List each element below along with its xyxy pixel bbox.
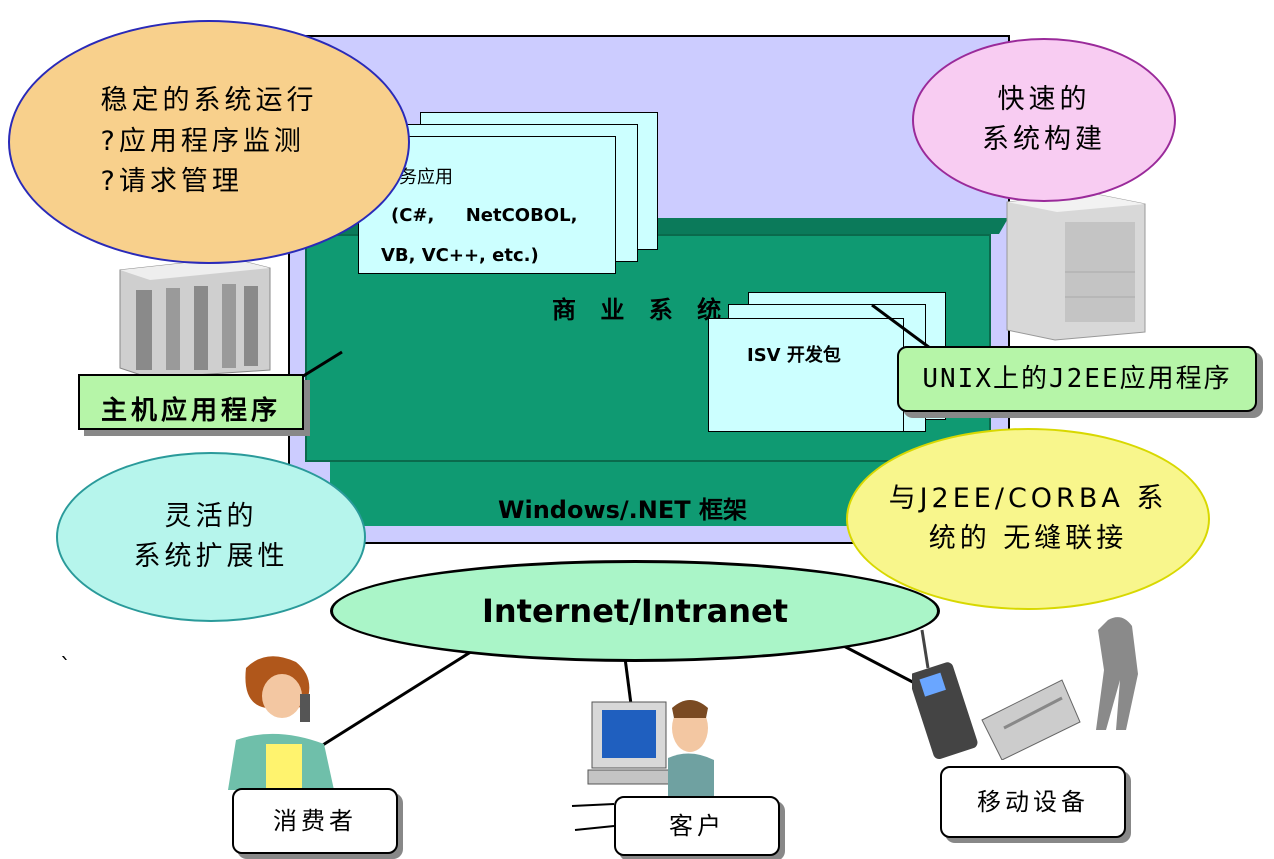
label-unix-j2ee: UNIX上的J2EE应用程序: [897, 346, 1257, 412]
label-unix-text: UNIX上的J2EE应用程序: [922, 364, 1232, 394]
label-client-text: 客户: [669, 812, 725, 840]
mainframe-icon: [110, 250, 274, 380]
seamless-line-1: 与J2EE/CORBA 系: [888, 482, 1168, 514]
fast-line-2: 系统构建: [982, 124, 1106, 155]
server-icon: [995, 192, 1155, 342]
fast-line-1: 快速的: [997, 83, 1091, 115]
stable-line-2: ?应用程序监测: [100, 125, 305, 157]
label-client: 客户: [614, 796, 780, 856]
business-app-langs-1: (C#, NetCOBOL,: [391, 205, 578, 226]
stable-line-1: 稳定的系统运行: [100, 85, 318, 117]
flexible-line-2: 系统扩展性: [133, 541, 289, 572]
framework-label: Windows/.NET 框架: [498, 496, 747, 524]
business-app-langs-2: VB, VC++, etc.): [381, 245, 539, 266]
isv-kit-card: ISV 开发包: [708, 318, 904, 432]
label-consumer: 消费者: [232, 788, 398, 854]
label-mainframe-apps: 主机应用程序: [78, 374, 304, 430]
mobile-devices-icon: [909, 610, 1148, 761]
bubble-flexible-expansion: 灵活的 系统扩展性: [56, 452, 366, 622]
bubble-seamless-link: 与J2EE/CORBA 系 统的 无缝联接: [846, 428, 1210, 610]
isv-kit-label: ISV 开发包: [747, 345, 841, 366]
label-mobile-devices: 移动设备: [940, 766, 1126, 838]
flexible-line-1: 灵活的: [164, 500, 258, 532]
network-ellipse: Internet/Intranet: [330, 560, 940, 662]
business-app-card: 业务应用 (C#, NetCOBOL, VB, VC++, etc.): [358, 136, 616, 274]
bubble-fast-build: 快速的 系统构建: [912, 38, 1176, 202]
business-system-title: 商 业 系 统: [552, 296, 730, 324]
label-consumer-text: 消费者: [273, 807, 357, 835]
consumer-figure-icon: [206, 648, 346, 790]
seamless-line-2: 统的 无缝联接: [928, 523, 1128, 554]
stray-mark: `: [60, 655, 71, 680]
client-figure-icon: [586, 688, 716, 806]
stable-line-3: ?请求管理: [100, 166, 243, 198]
label-mobile-text: 移动设备: [977, 788, 1089, 816]
bubble-stable-operation: 稳定的系统运行 ?应用程序监测 ?请求管理: [8, 20, 410, 264]
label-mainframe-text: 主机应用程序: [100, 396, 281, 426]
network-label: Internet/Intranet: [481, 592, 789, 630]
